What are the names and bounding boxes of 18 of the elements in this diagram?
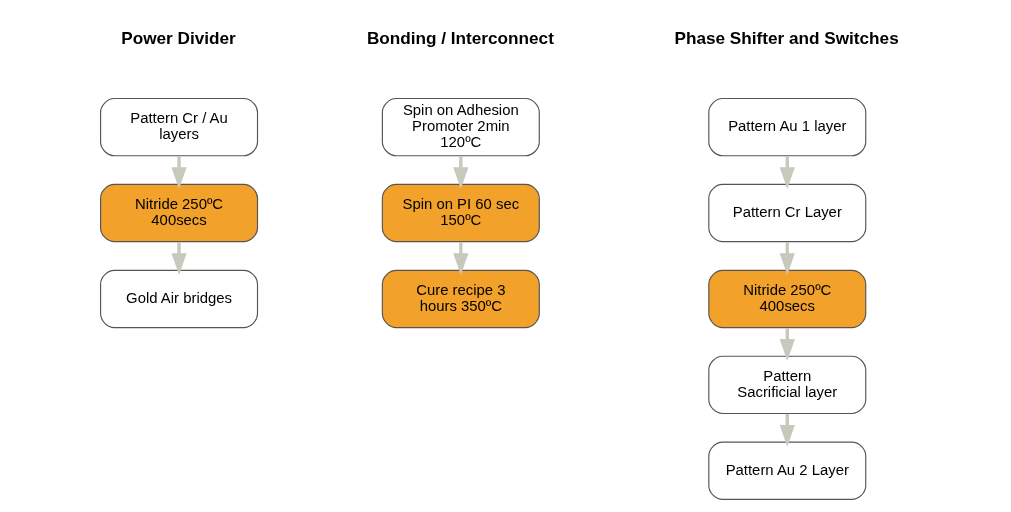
node-box: Pattern Sacrificial layer bbox=[708, 355, 867, 415]
node-box: Nitride 250ºC 400secs bbox=[708, 269, 867, 329]
node-box: Gold Air bridges bbox=[100, 269, 259, 329]
label: Phase Shifter and Switches bbox=[674, 28, 899, 49]
label: Power Divider bbox=[121, 28, 236, 49]
node-box: Spin on Adhesion Promoter 2min 120ºC bbox=[381, 97, 540, 157]
arrow bbox=[453, 156, 469, 190]
arrow bbox=[453, 242, 469, 275]
node-box: Pattern Au 2 Layer bbox=[708, 441, 867, 500]
node-box: Pattern Cr / Au layers bbox=[100, 97, 259, 157]
node-box: Cure recipe 3 hours 350ºC bbox=[381, 269, 540, 329]
node-box: Spin on PI 60 sec 150ºC bbox=[381, 183, 540, 243]
label: Bonding / Interconnect bbox=[366, 28, 554, 49]
arrow bbox=[171, 156, 187, 190]
node-box: Pattern Au 1 layer bbox=[708, 97, 867, 157]
node-box: Nitride 250ºC 400secs bbox=[100, 183, 259, 243]
arrow bbox=[171, 242, 187, 275]
node-box: Pattern Cr Layer bbox=[708, 183, 867, 243]
